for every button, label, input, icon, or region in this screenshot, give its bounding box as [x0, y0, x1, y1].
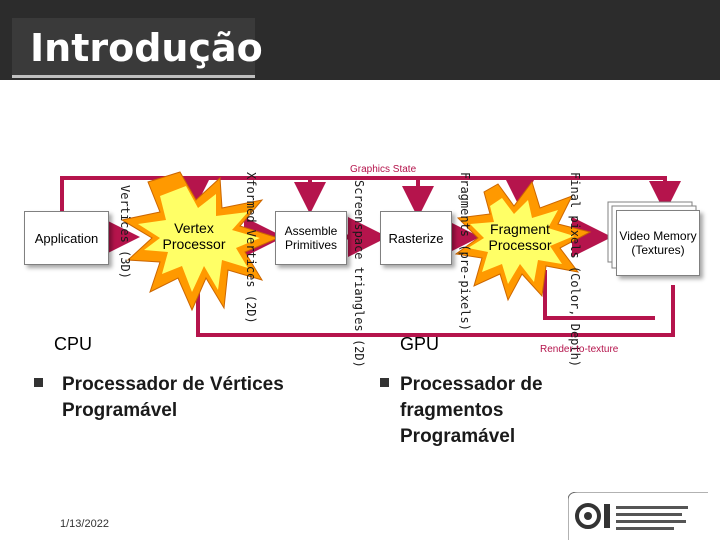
right-bullet-marker: [380, 378, 389, 387]
fragments-label: Fragments (pre-pixels): [458, 172, 472, 331]
xformed-vertices-label: Xformed Vertices (2D): [244, 172, 258, 324]
slide-date: 1/13/2022: [60, 518, 109, 530]
graphics-state-label: Graphics State: [350, 164, 417, 175]
assemble-primitives-block: Assemble Primitives: [275, 211, 347, 265]
left-bullet-text: Processador de Vértices Programável: [62, 374, 284, 421]
fragment-processor-block: Fragment Processor: [478, 214, 562, 260]
application-block: Application: [24, 211, 109, 265]
video-memory-label: Video Memory (Textures): [619, 229, 697, 257]
application-label: Application: [34, 230, 99, 246]
left-bullet-marker: [34, 378, 43, 387]
lab-logo: [568, 492, 708, 540]
vertex-processor-label: Vertex Processor: [162, 220, 226, 252]
texture-to-vertex-loop: [196, 262, 675, 337]
vertex-processor-block: Vertex Processor: [150, 212, 238, 260]
video-memory-block: Video Memory (Textures): [616, 210, 700, 276]
screenspace-triangles-label: Screenspace triangles (2D): [352, 180, 366, 368]
rasterize-block: Rasterize: [380, 211, 452, 265]
render-to-texture-label: Render-to-texture: [540, 344, 619, 355]
gpu-label: GPU: [400, 334, 440, 354]
fragment-processor-star-inner: [468, 198, 574, 284]
vertices-3d-label: Vertices (3D): [118, 185, 132, 279]
final-pixels-label: Final pixels (Color, Depth): [568, 172, 582, 368]
texture-to-fragment-loop: [543, 270, 655, 320]
title-box: [12, 18, 255, 78]
slide-title: Introdução: [30, 26, 263, 70]
assemble-primitives-label: Assemble Primitives: [284, 224, 338, 252]
fragment-processor-label: Fragment Processor: [488, 221, 552, 253]
rasterize-label: Rasterize: [388, 230, 444, 246]
right-bullet-text: Processador de fragmentos Programável: [400, 374, 543, 447]
cpu-label: CPU: [54, 334, 93, 354]
vertex-processor-star-inner: [138, 186, 260, 292]
